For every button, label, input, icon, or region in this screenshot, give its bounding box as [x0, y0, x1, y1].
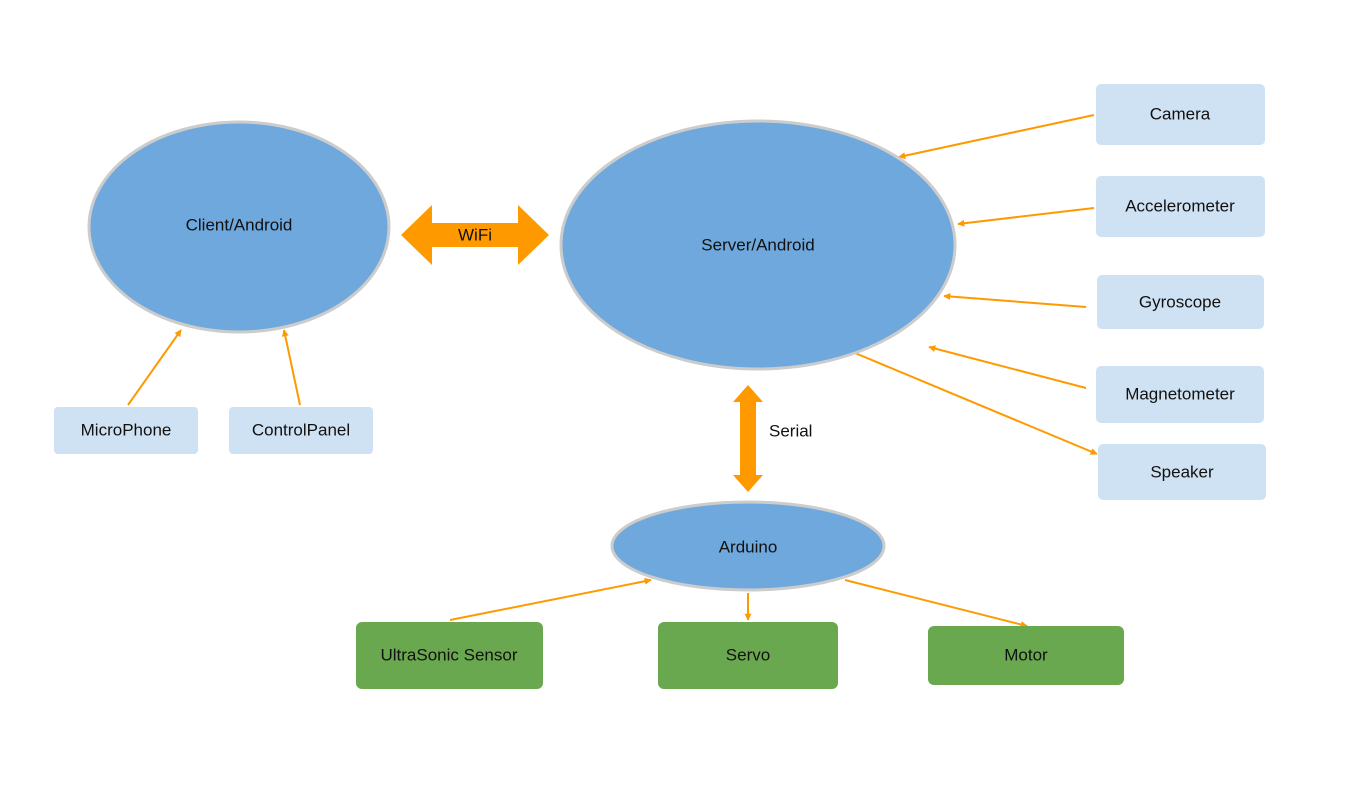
arrow-magnetometer-to-server [928, 345, 1087, 389]
microphone-rect [54, 407, 198, 454]
arrow-camera-to-server [898, 114, 1095, 160]
client-node: Client/Android [87, 120, 391, 334]
wifi-label: WiFi [458, 225, 492, 244]
accelerometer-label: Accelerometer [1125, 196, 1235, 215]
microphone-box: MicroPhone [54, 407, 198, 454]
speaker-label: Speaker [1150, 462, 1214, 481]
speaker-rect [1098, 444, 1266, 500]
camera-rect [1096, 84, 1265, 145]
accelerometer-box: Accelerometer [1096, 176, 1265, 237]
motor-rect [928, 626, 1124, 685]
speaker-box: Speaker [1098, 444, 1266, 500]
wifi-link: WiFi [401, 205, 549, 265]
server-ellipse [559, 119, 957, 371]
connectors [127, 114, 1098, 628]
control-panel-label: ControlPanel [252, 420, 350, 439]
servo-box: Servo [658, 622, 838, 689]
gyroscope-label: Gyroscope [1139, 292, 1221, 311]
wifi-double-arrow [401, 205, 549, 265]
arrow-arduino-to-motor [844, 579, 1028, 628]
gyroscope-rect [1097, 275, 1264, 329]
arduino-ellipse [610, 500, 886, 592]
client-label: Client/Android [186, 215, 293, 234]
motor-label: Motor [1004, 645, 1048, 664]
arduino-node: Arduino [610, 500, 886, 592]
serial-link: Serial [733, 385, 812, 492]
server-label: Server/Android [701, 235, 814, 254]
magnetometer-rect [1096, 366, 1264, 423]
servo-rect [658, 622, 838, 689]
arrow-microphone-to-client [127, 329, 182, 406]
arduino-label: Arduino [719, 537, 778, 556]
client-ellipse [87, 120, 391, 334]
camera-box: Camera [1096, 84, 1265, 145]
camera-label: Camera [1150, 104, 1211, 123]
accelerometer-rect [1096, 176, 1265, 237]
microphone-label: MicroPhone [81, 420, 172, 439]
gyroscope-box: Gyroscope [1097, 275, 1264, 329]
server-node: Server/Android [559, 119, 957, 371]
control-panel-rect [229, 407, 373, 454]
magnetometer-label: Magnetometer [1125, 384, 1235, 403]
servo-label: Servo [726, 645, 770, 664]
serial-double-arrow [733, 385, 763, 492]
arrow-gyroscope-to-server [943, 292, 1087, 308]
ultrasonic-label: UltraSonic Sensor [380, 645, 517, 664]
ultrasonic-rect [356, 622, 543, 689]
magnetometer-box: Magnetometer [1096, 366, 1264, 423]
control-panel-box: ControlPanel [229, 407, 373, 454]
arrow-controlpanel-to-client [281, 329, 301, 406]
serial-label: Serial [769, 421, 812, 440]
arrow-ultrasonic-to-arduino [449, 577, 652, 621]
arrow-accelerometer-to-server [957, 207, 1095, 227]
motor-box: Motor [928, 626, 1124, 685]
arrow-server-to-speaker [854, 352, 1098, 455]
ultrasonic-sensor-box: UltraSonic Sensor [356, 622, 543, 689]
